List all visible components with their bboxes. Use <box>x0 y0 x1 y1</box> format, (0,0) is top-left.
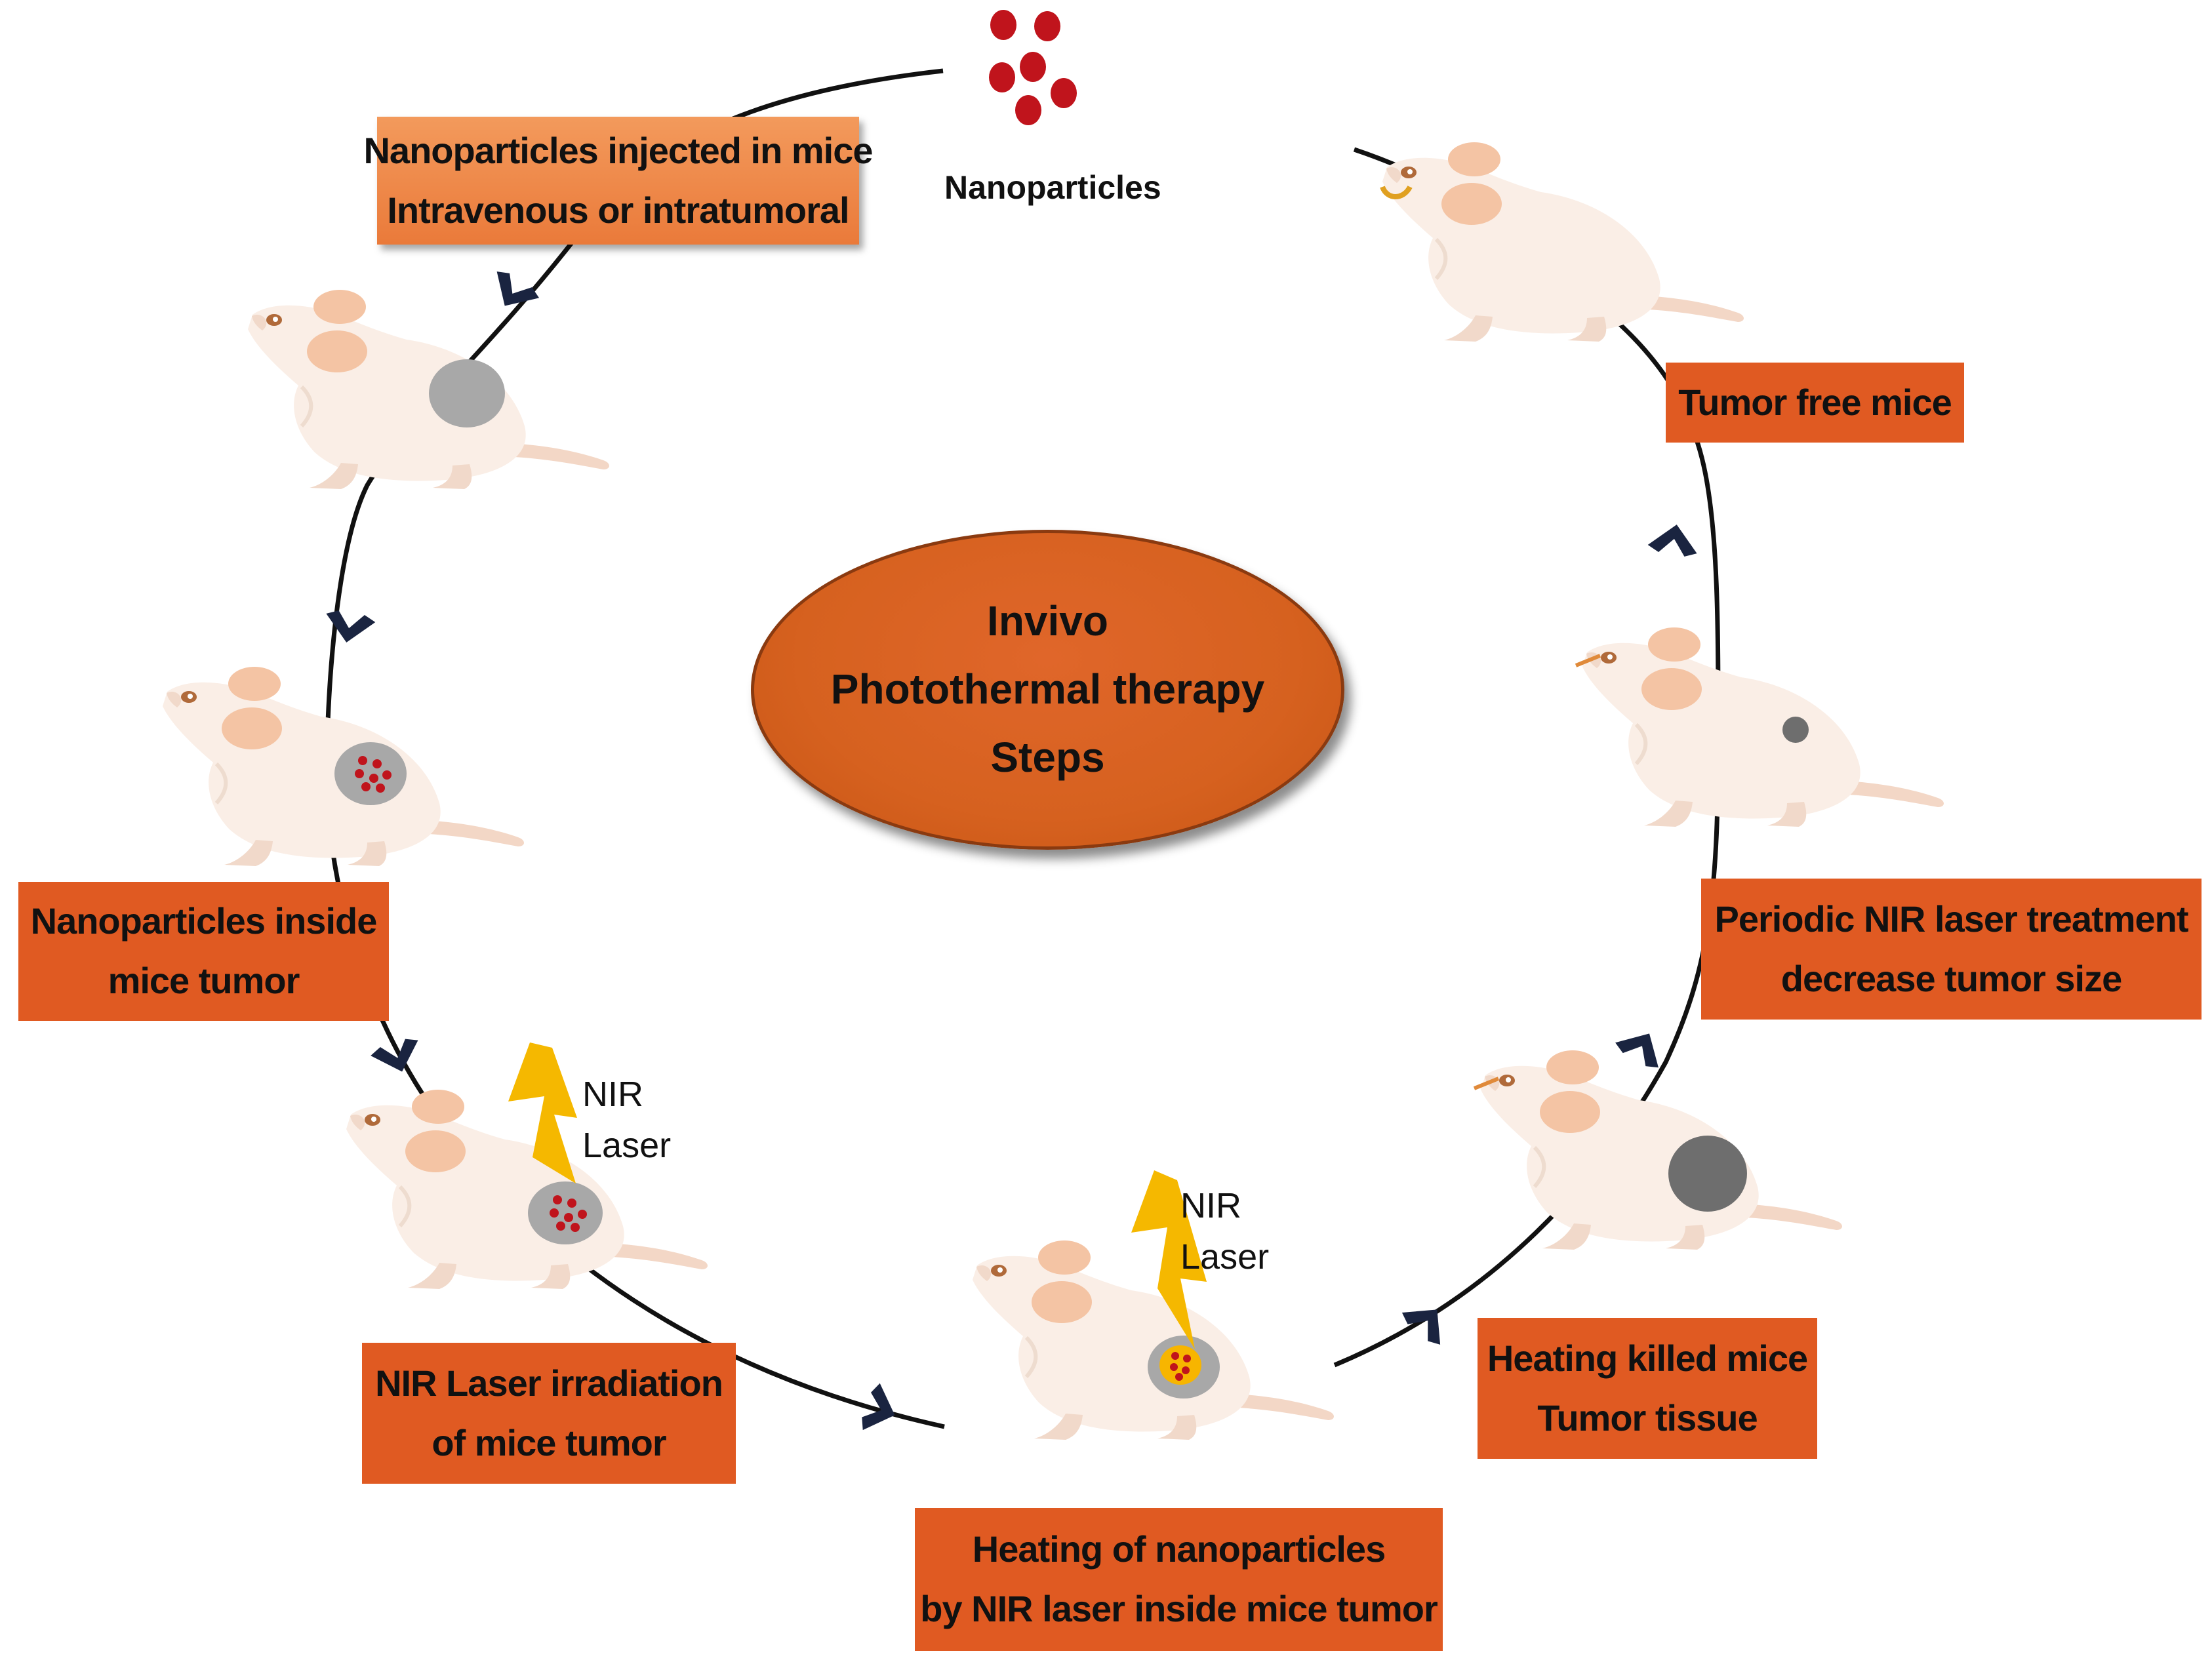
mouse-laser-irradiation <box>346 1042 708 1289</box>
arrowhead <box>862 1383 895 1431</box>
step-label: Nanoparticles injected in mice <box>363 129 873 171</box>
laser-label-line: NIR <box>1180 1186 1241 1225</box>
arrowhead <box>1401 1309 1441 1345</box>
mouse-reduced-tumor <box>1575 627 1944 827</box>
step-box-injection: Nanoparticles injected in mice Intraveno… <box>363 117 874 245</box>
step-box-tumor-free: Tumor free mice <box>1666 363 1964 443</box>
step-label: NIR Laser irradiation <box>375 1362 723 1404</box>
mouse-tumor-killed <box>1473 1050 1842 1250</box>
step-box-heating-nanoparticles: Heating of nanoparticles by NIR laser in… <box>915 1508 1443 1651</box>
step-label: Heating of nanoparticles <box>972 1528 1386 1570</box>
laser-label-line: Laser <box>582 1126 672 1166</box>
arrowheads <box>326 271 1697 1431</box>
mouse-tumor-free <box>1380 142 1744 342</box>
title-oval: Invivo Photothermal therapy Steps <box>751 530 1344 850</box>
nanoparticles-label: Nanoparticles <box>944 169 1161 206</box>
step-label: of mice tumor <box>432 1421 666 1463</box>
step-box-heating-killed: Heating killed mice Tumor tissue <box>1478 1318 1817 1459</box>
arrowhead <box>326 610 376 643</box>
title-line-1: Invivo <box>987 597 1108 645</box>
step-label: mice tumor <box>108 960 300 1001</box>
step-label: Tumor free mice <box>1678 381 1952 423</box>
laser-label-line: NIR <box>582 1075 643 1114</box>
step-box-laser-irradiation: NIR Laser irradiation of mice tumor <box>362 1343 736 1484</box>
arrowhead <box>496 271 540 306</box>
laser-label-line: Laser <box>1180 1237 1270 1277</box>
arrowhead <box>371 1039 418 1072</box>
title-line-2: Photothermal therapy <box>830 665 1265 713</box>
step-label: Heating killed mice <box>1487 1337 1808 1379</box>
step-label: Periodic NIR laser treatment <box>1714 898 2188 940</box>
step-label: Tumor tissue <box>1537 1397 1758 1438</box>
step-label: by NIR laser inside mice tumor <box>920 1588 1438 1629</box>
mouse-nanoparticles-in-tumor <box>163 667 524 866</box>
step-box-nanoparticles-in-tumor: Nanoparticles inside mice tumor <box>18 882 389 1021</box>
laser-label: NIR Laser <box>1180 1180 1269 1283</box>
laser-bolt-icon <box>508 1042 577 1183</box>
step-label: Intravenous or intratumoral <box>387 189 849 231</box>
laser-bolt-icon <box>1131 1170 1207 1349</box>
step-label: decrease tumor size <box>1780 957 2122 999</box>
laser-label: NIR Laser <box>582 1069 671 1172</box>
arrowhead <box>1615 1033 1659 1068</box>
arrowhead <box>1647 525 1697 557</box>
nanoparticles-icon <box>989 10 1077 125</box>
mouse-with-tumor <box>248 290 609 489</box>
title-line-3: Steps <box>990 733 1105 781</box>
mouse-heating-nanoparticles <box>973 1170 1334 1440</box>
step-box-periodic-treatment: Periodic NIR laser treatment decrease tu… <box>1701 879 2202 1020</box>
step-label: Nanoparticles inside <box>30 900 378 942</box>
